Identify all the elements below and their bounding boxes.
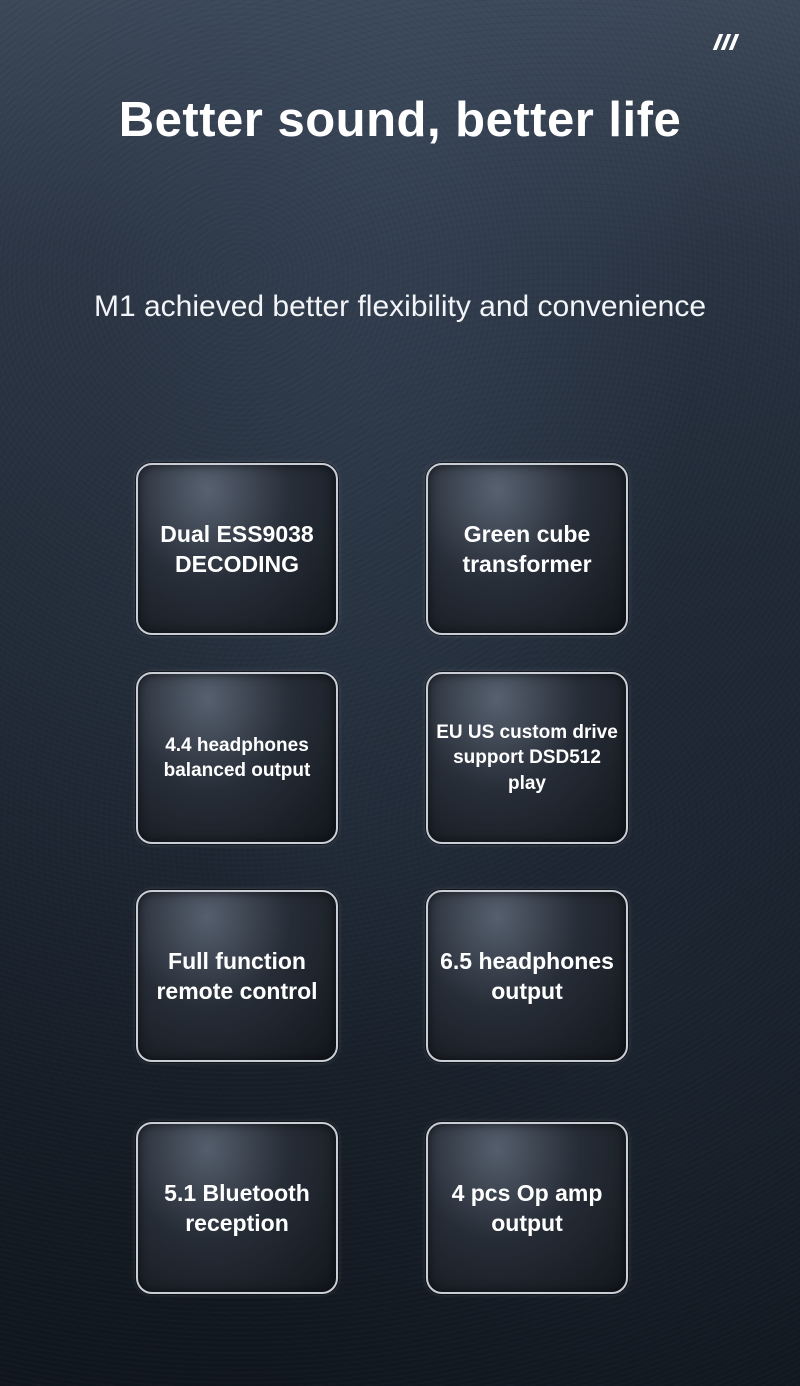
feature-card-bluetooth: 5.1 Bluetooth reception (136, 1122, 338, 1294)
feature-label: 5.1 Bluetooth reception (164, 1179, 310, 1236)
page-subtitle: M1 achieved better flexibility and conve… (93, 290, 707, 323)
logo-stripe (728, 34, 740, 50)
feature-card-remote-control: Full function remote control (136, 890, 338, 1062)
feature-label: Green cube transformer (462, 520, 592, 577)
feature-label: Dual ESS9038 DECODING (160, 520, 314, 577)
feature-card-custom-drive: EU US custom drive support DSD512 play (426, 672, 628, 844)
feature-label: Full function remote control (156, 947, 318, 1004)
feature-label: EU US custom drive support DSD512 play (436, 722, 618, 794)
feature-card-balanced-output: 4.4 headphones balanced output (136, 672, 338, 844)
feature-card-dual-decoding: Dual ESS9038 DECODING (136, 463, 338, 635)
page-title: Better sound, better life (118, 93, 682, 147)
feature-label: 4.4 headphones balanced output (163, 734, 311, 781)
feature-card-headphones-output: 6.5 headphones output (426, 890, 628, 1062)
feature-card-op-amp: 4 pcs Op amp output (426, 1122, 628, 1294)
feature-label: 4 pcs Op amp output (451, 1179, 603, 1236)
feature-card-green-cube-transformer: Green cube transformer (426, 463, 628, 635)
brand-logo-icon (712, 34, 750, 50)
feature-label: 6.5 headphones output (440, 947, 614, 1004)
